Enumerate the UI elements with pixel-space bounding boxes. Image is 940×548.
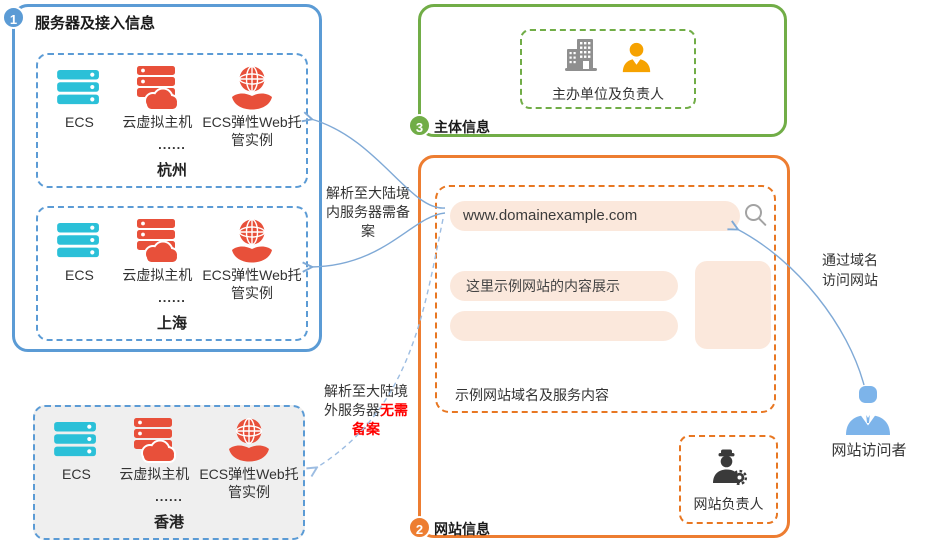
region-items: ECS 云虚拟主机 ECS弹性Web托管实例 <box>43 417 299 501</box>
content-placeholder: 这里示例网站的内容展示 <box>450 271 678 301</box>
website-info-box: www.domainexample.com 这里示例网站的内容展示 示例网站域名… <box>418 155 790 538</box>
ecs-server-icon <box>56 65 102 111</box>
site-manager-box: 网站负责人 <box>679 435 778 524</box>
ecs-server-icon <box>53 417 99 463</box>
globe-hand-icon <box>228 65 276 111</box>
cloud-host-label: 云虚拟主机 <box>122 267 193 283</box>
building-icon <box>564 37 598 78</box>
region-name-hangzhou: 杭州 <box>156 162 187 179</box>
content-placeholder-empty <box>450 311 678 341</box>
cloud-host-label: 云虚拟主机 <box>122 114 193 130</box>
region-box-hangzhou: ECS 云虚拟主机 ECS弹性Web托管实例 ...... 杭州 <box>36 53 308 188</box>
ecs-server-icon <box>56 218 102 264</box>
item-web-hosting: ECS弹性Web托管实例 <box>202 218 302 302</box>
person-icon <box>620 42 653 78</box>
item-ecs: ECS <box>43 417 110 501</box>
web-hosting-label: ECS弹性Web托管实例 <box>202 267 302 301</box>
region-items: ECS 云虚拟主机 ECS弹性Web托管实例 <box>46 65 302 149</box>
resolve-outside-caption: 解析至大陆境外服务器无需备案 <box>320 382 412 439</box>
ellipsis-dots: ...... <box>158 290 186 305</box>
badge-3: 3 <box>408 114 431 137</box>
item-cloud-host: 云虚拟主机 <box>113 218 202 302</box>
web-hosting-label: ECS弹性Web托管实例 <box>199 466 299 500</box>
region-box-hongkong: ECS 云虚拟主机 ECS弹性Web托管实例 ...... 香港 <box>33 405 305 540</box>
ellipsis-dots: ...... <box>158 137 186 152</box>
cloud-host-icon <box>130 417 178 463</box>
item-ecs: ECS <box>46 218 113 302</box>
server-access-box: 服务器及接入信息 ECS 云虚拟主机 ECS弹性Web托管实例 ...... 杭… <box>12 4 322 352</box>
organizer-label: 主办单位及负责人 <box>552 85 664 102</box>
item-web-hosting: ECS弹性Web托管实例 <box>199 417 299 501</box>
ecs-label: ECS <box>65 114 94 130</box>
globe-hand-icon <box>225 417 273 463</box>
site-manager-label: 网站负责人 <box>693 496 764 512</box>
content-side-block <box>695 261 771 349</box>
website-mockup: www.domainexample.com 这里示例网站的内容展示 示例网站域名… <box>435 185 776 413</box>
organizer-box: 主办单位及负责人 <box>520 29 696 109</box>
resolve-inside-caption: 解析至大陆境内服务器需备案 <box>326 185 410 239</box>
region-box-shanghai: ECS 云虚拟主机 ECS弹性Web托管实例 ...... 上海 <box>36 206 308 341</box>
ellipsis-dots: ...... <box>155 489 183 504</box>
cloud-host-icon <box>133 65 181 111</box>
badge-2: 2 <box>408 516 431 539</box>
ecs-label: ECS <box>65 267 94 283</box>
address-bar: www.domainexample.com <box>450 201 740 231</box>
item-web-hosting: ECS弹性Web托管实例 <box>202 65 302 149</box>
cloud-host-label: 云虚拟主机 <box>119 466 190 482</box>
website-caption: 示例网站域名及服务内容 <box>455 387 609 403</box>
web-hosting-label: ECS弹性Web托管实例 <box>202 114 302 148</box>
item-cloud-host: 云虚拟主机 <box>110 417 199 501</box>
site-manager-icon <box>681 446 776 488</box>
visit-via-domain-caption: 通过域名访问网站 <box>822 252 878 289</box>
region-name-hongkong: 香港 <box>153 514 184 531</box>
ecs-label: ECS <box>62 466 91 482</box>
badge-1: 1 <box>2 6 25 29</box>
website-visitor-label: 网站访问者 <box>831 442 907 459</box>
cloud-host-icon <box>133 218 181 264</box>
website-info-title: 网站信息 <box>434 521 490 537</box>
subject-info-box: 主办单位及负责人 <box>418 4 787 137</box>
region-name-shanghai: 上海 <box>156 315 187 332</box>
item-ecs: ECS <box>46 65 113 149</box>
subject-info-title: 主体信息 <box>434 119 490 135</box>
server-access-title: 服务器及接入信息 <box>35 15 156 32</box>
item-cloud-host: 云虚拟主机 <box>113 65 202 149</box>
search-icon <box>743 202 769 228</box>
website-visitor-icon <box>839 385 897 435</box>
region-items: ECS 云虚拟主机 ECS弹性Web托管实例 <box>46 218 302 302</box>
globe-hand-icon <box>228 218 276 264</box>
